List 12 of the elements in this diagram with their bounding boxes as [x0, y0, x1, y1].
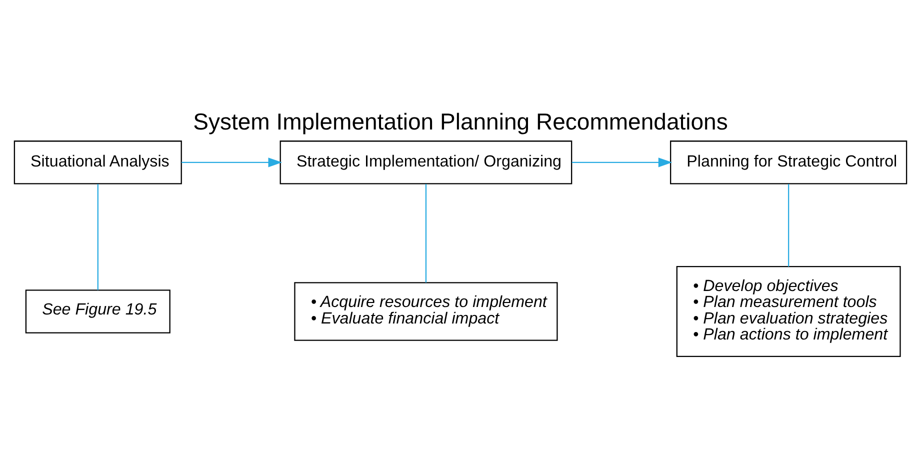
- node-box: • Acquire resources to implement • Evaluate financial impact: [294, 282, 558, 340]
- connector: [96, 184, 98, 290]
- diagram-title: System Implementation Planning Recommendations: [192, 108, 728, 134]
- node-box: Planning for Strategic Control: [670, 140, 907, 184]
- arrow: [571, 157, 672, 167]
- node-box: See Figure 19.5: [24, 289, 170, 333]
- connector: [788, 184, 789, 266]
- node-box: • Develop objectives • Plan measurement tools • Plan evaluation strategies • Plan actions to implement: [676, 266, 900, 356]
- connector: [424, 184, 426, 282]
- node-box: Situational Analysis: [13, 140, 182, 184]
- arrow: [181, 157, 282, 167]
- node-box: Strategic Implementation/ Organizing: [279, 140, 572, 184]
